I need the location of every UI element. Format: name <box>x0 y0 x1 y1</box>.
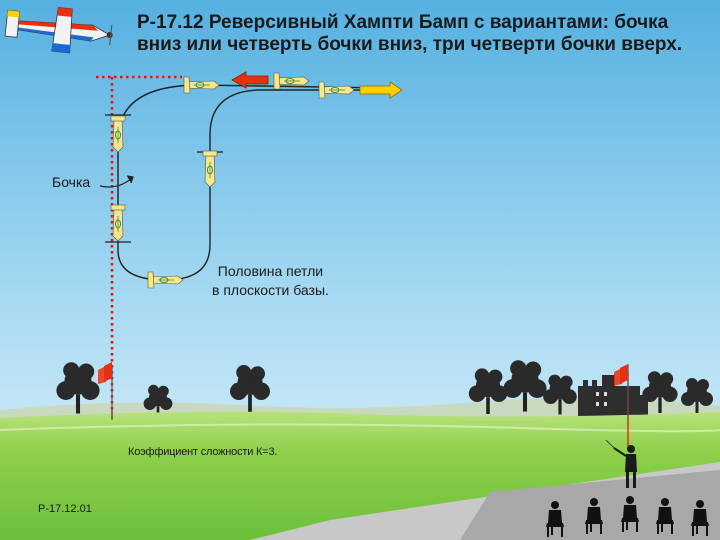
barrel-pointer <box>99 175 134 188</box>
base-plane-guide <box>96 75 182 410</box>
difficulty-coefficient: Коэффициент сложности К=3. <box>128 446 278 458</box>
flag-icon <box>614 364 629 420</box>
page-title: Р-17.12 Реверсивный Хампти Бамп с вариан… <box>137 12 717 56</box>
title-line-1: Р-17.12 Реверсивный Хампти Бамп с вариан… <box>137 12 669 33</box>
half-loop-caption: Половина петли в плоскости базы. <box>212 262 329 300</box>
arrow-left-icon <box>231 71 269 89</box>
barrel-label: Бочка <box>52 174 91 190</box>
figure-code: Р-17.12.01 <box>38 503 92 515</box>
title-line-2: вниз или четверть бочки вниз, три четвер… <box>137 34 683 55</box>
castle-icon <box>578 375 648 422</box>
half-loop-line-2: в плоскости базы. <box>212 282 329 298</box>
half-loop-line-1: Половина петли <box>217 263 324 279</box>
logo-plane-icon <box>4 7 113 54</box>
flag-icon <box>98 362 113 420</box>
pilot-icon <box>605 439 637 488</box>
arrow-right-icon <box>359 81 403 99</box>
